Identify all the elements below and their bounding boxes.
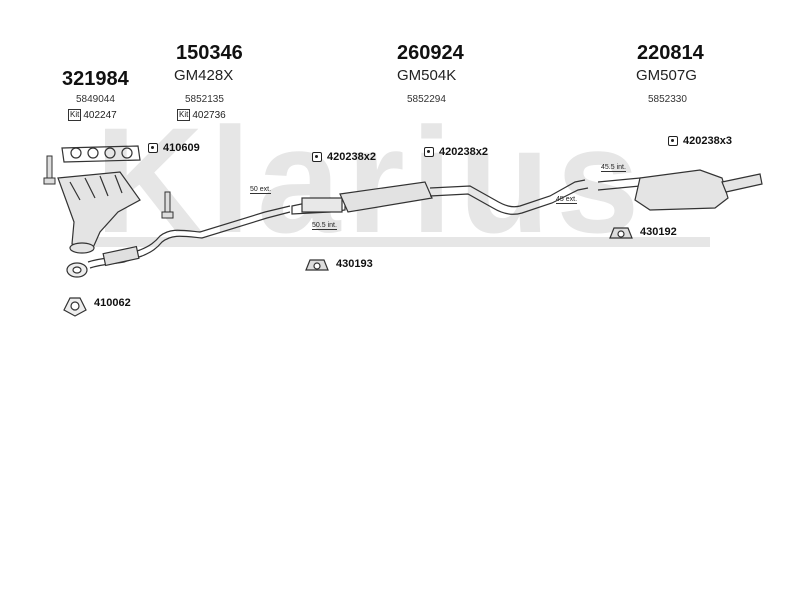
front-pipe-drawing <box>87 205 291 269</box>
mount-430193-drawing <box>305 259 329 271</box>
clamp-icon <box>312 152 322 162</box>
oem-number: 5852294 <box>407 94 446 105</box>
part-number: 420238x3 <box>683 135 732 147</box>
part-code-260924: 260924 <box>397 42 464 64</box>
flange-gasket-drawing <box>66 262 88 278</box>
part-number: 410609 <box>163 142 200 154</box>
part-label-clamp: 420238x2 <box>424 146 488 158</box>
manifold-gasket-drawing <box>61 145 141 163</box>
part-label-410609: 410609 <box>148 142 200 154</box>
gasket-icon <box>148 143 158 153</box>
mount-430192-drawing <box>609 227 633 239</box>
part-code-150346: 150346 <box>176 42 243 64</box>
catalytic-manifold-drawing <box>57 171 141 254</box>
kit-reference: Kit 402247 <box>68 109 117 121</box>
part-number: 430193 <box>336 258 373 270</box>
kit-badge: Kit <box>177 109 191 121</box>
kit-number: 402247 <box>83 109 117 121</box>
kit-reference: Kit 402736 <box>177 109 226 121</box>
oem-number: 5849044 <box>76 94 115 105</box>
part-label-clamp: 420238x2 <box>312 151 376 163</box>
dimension-note: 45.5 int. <box>601 164 626 172</box>
kit-badge: Kit <box>68 109 82 121</box>
part-code-321984: 321984 <box>62 68 129 90</box>
part-code-220814: 220814 <box>637 42 704 64</box>
part-number: 420238x2 <box>327 151 376 163</box>
center-silencer-drawing <box>291 179 589 215</box>
model-code: GM507G <box>636 67 697 84</box>
gasket-410062-drawing <box>63 297 87 317</box>
oem-number: 5852135 <box>185 94 224 105</box>
lambda-sensor-drawing <box>43 155 174 219</box>
part-label-430193: 430193 <box>336 258 373 270</box>
part-label-clamp: 420238x3 <box>668 135 732 147</box>
part-label-410062: 410062 <box>94 297 131 309</box>
model-code: GM504K <box>397 67 457 84</box>
rear-silencer-drawing <box>597 169 763 211</box>
dimension-note: 50.5 int. <box>312 222 337 230</box>
oem-number: 5852330 <box>648 94 687 105</box>
part-number: 430192 <box>640 226 677 238</box>
part-label-430192: 430192 <box>640 226 677 238</box>
part-number: 420238x2 <box>439 146 488 158</box>
clamp-icon <box>424 147 434 157</box>
model-code: GM428X <box>174 67 234 84</box>
dimension-note: 45 ext. <box>556 196 578 204</box>
clamp-icon <box>668 136 678 146</box>
kit-number: 402736 <box>192 109 226 121</box>
dimension-note: 50 ext. <box>250 186 272 194</box>
part-number: 410062 <box>94 297 131 309</box>
